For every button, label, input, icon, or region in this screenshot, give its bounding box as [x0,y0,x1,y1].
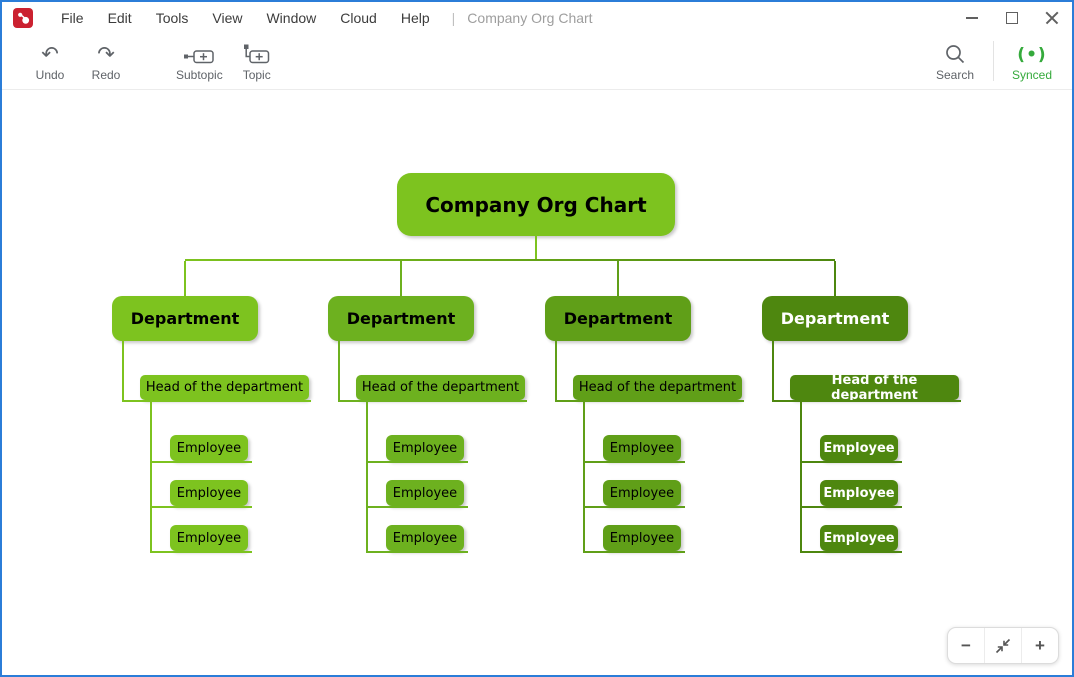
connector-root-stem [535,236,537,259]
connector-employee-underline [583,461,685,463]
connector-employee-underline [800,506,902,508]
connector-trunk [583,402,585,553]
zoom-out-button[interactable]: − [961,635,971,655]
search-button[interactable]: Search [933,35,977,87]
connector-head-underline [338,400,527,402]
fit-map-icon [995,638,1011,653]
connector-employee-underline [583,551,685,553]
connector-head-underline [772,400,961,402]
toolbar-divider [993,41,994,81]
root-topic-node[interactable]: Company Org Chart [397,173,675,236]
employee-node[interactable]: Employee [603,525,681,551]
employee-node[interactable]: Employee [603,480,681,506]
connector-drop-2 [400,261,402,296]
map-canvas[interactable]: Company Org Chart Department Head of the… [2,91,1072,675]
connector-drop-1 [184,261,186,296]
department-group-2: Department Head of the department Employ… [328,296,540,556]
employee-node[interactable]: Employee [603,435,681,461]
menu-item-view[interactable]: View [212,9,243,26]
connector-trunk [800,402,802,553]
department-group-3: Department Head of the department Employ… [545,296,757,556]
head-of-department-node[interactable]: Head of the department [573,375,742,400]
employee-node[interactable]: Employee [386,480,464,506]
mindomo-logo-icon [13,7,33,28]
undo-icon: ↶ [41,41,59,66]
connector-employee-underline [366,551,468,553]
menu-item-help[interactable]: Help [400,9,430,26]
connector-employee-underline [800,461,902,463]
department-group-1: Department Head of the department Employ… [112,296,324,556]
connector-trunk [366,402,368,553]
undo-button[interactable]: ↶ Undo [28,35,72,87]
connector-employee-underline [583,506,685,508]
window-close-button[interactable] [1032,2,1072,33]
topic-icon [243,41,270,65]
window-minimize-button[interactable] [952,2,992,33]
subtopic-label: Subtopic [176,67,223,82]
document-title: Company Org Chart [467,9,593,26]
menu-item-tools[interactable]: Tools [155,9,189,26]
window-controls [952,2,1072,33]
connector-trunk [555,341,557,402]
topic-button[interactable]: Topic [235,35,279,87]
fit-map-button[interactable] [984,628,1021,663]
menu-item-file[interactable]: File [61,9,84,26]
connector-employee-underline [800,551,902,553]
search-label: Search [935,67,975,82]
employee-node[interactable]: Employee [170,525,248,551]
minimize-icon [966,16,978,19]
menu-item-edit[interactable]: Edit [107,9,132,26]
close-icon [1045,11,1059,25]
connector-drop-3 [617,261,619,296]
menu-item-cloud[interactable]: Cloud [340,9,377,26]
zoom-in-button[interactable]: + [1021,628,1058,663]
connector-trunk [772,341,774,402]
department-node[interactable]: Department [112,296,258,341]
synced-label: Synced [1011,67,1053,82]
employee-node[interactable]: Employee [820,525,898,551]
search-icon [944,41,966,65]
connector-employee-underline [366,506,468,508]
employee-node[interactable]: Employee [170,480,248,506]
department-node[interactable]: Department [762,296,908,341]
head-of-department-node[interactable]: Head of the department [356,375,525,400]
connector-bus [185,259,835,261]
department-group-4: Department Head of the department Employ… [762,296,974,556]
connector-head-underline [122,400,311,402]
redo-icon: ↷ [97,41,115,66]
redo-label: Redo [91,67,121,82]
employee-node[interactable]: Employee [170,435,248,461]
department-node[interactable]: Department [328,296,474,341]
maximize-icon [1006,11,1018,24]
connector-trunk [338,341,340,402]
head-of-department-node[interactable]: Head of the department [790,373,959,403]
toolbar: ↶ Undo ↷ Redo Subtopic [2,33,1072,90]
menubar: File Edit Tools View Window Cloud Help |… [2,2,1072,33]
topic-label: Topic [242,67,271,82]
subtopic-icon [183,41,215,65]
employee-node[interactable]: Employee [820,480,898,506]
menubar-separator: | [451,9,456,26]
redo-button[interactable]: ↷ Redo [84,35,128,87]
menu-item-window[interactable]: Window [266,9,317,26]
window-maximize-button[interactable] [992,2,1032,33]
employee-node[interactable]: Employee [386,525,464,551]
connector-employee-underline [150,506,252,508]
connector-employee-underline [366,461,468,463]
connector-head-underline [555,400,744,402]
connector-trunk [122,341,124,402]
head-of-department-node[interactable]: Head of the department [140,375,309,400]
connector-employee-underline [150,551,252,553]
synced-status-button[interactable]: (•) Synced [1010,35,1054,87]
employee-node[interactable]: Employee [820,435,898,461]
connector-drop-4 [834,261,836,296]
connector-trunk [150,402,152,553]
synced-icon: (•) [1017,44,1047,65]
employee-node[interactable]: Employee [386,435,464,461]
department-node[interactable]: Department [545,296,691,341]
connector-employee-underline [150,461,252,463]
subtopic-button[interactable]: Subtopic [176,35,223,87]
undo-label: Undo [35,67,65,82]
zoom-toolbar: − + [947,627,1059,664]
